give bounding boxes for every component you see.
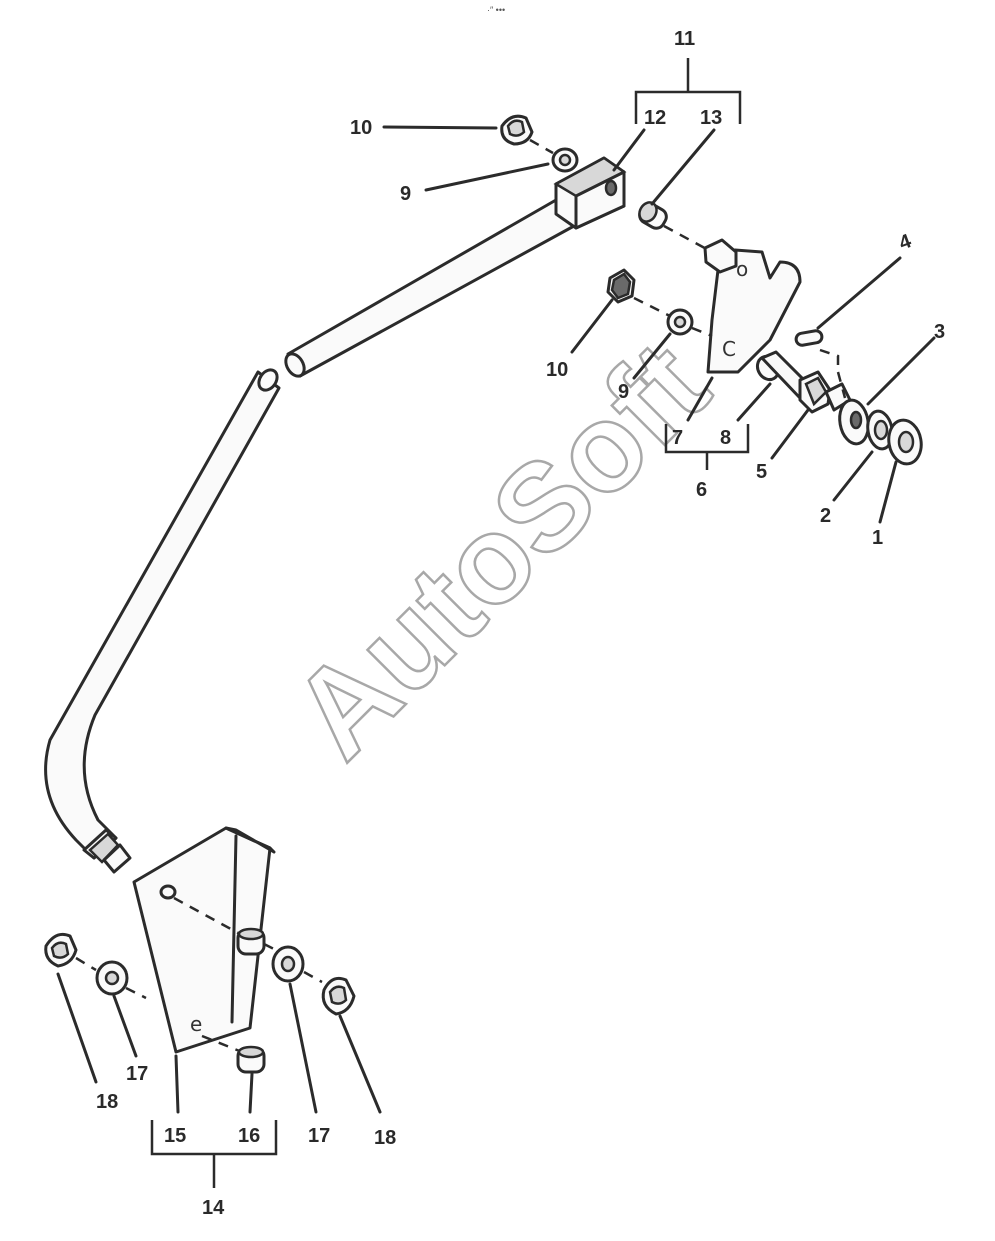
clip-nut-10-upper (500, 114, 534, 146)
washer-9-middle (666, 308, 694, 336)
washer-3 (838, 398, 870, 446)
washer-17-left (95, 960, 129, 996)
rod-lower-section (44, 368, 281, 874)
stud-bolt-assembly (755, 350, 852, 414)
bracket-11 (634, 58, 742, 124)
callout-10-middle: 10 (546, 359, 568, 381)
pin-4 (794, 329, 824, 347)
callout-9-upper: 9 (400, 183, 411, 205)
washer-9-upper (551, 147, 579, 173)
callout-17-right: 17 (308, 1125, 330, 1147)
callout-7: 7 (672, 427, 683, 449)
top-mark: ·″ ••• (487, 5, 505, 15)
callout-17-left: 17 (126, 1063, 148, 1085)
nut-10-middle (606, 268, 636, 304)
callout-14: 14 (202, 1197, 225, 1219)
svg-text:C: C (722, 337, 736, 361)
bushing-16-lower (236, 1045, 266, 1074)
bushing-16-upper (236, 927, 266, 956)
callout-8: 8 (720, 427, 731, 449)
callout-13: 13 (700, 107, 722, 129)
clamp-block (553, 156, 627, 230)
callout-1: 1 (872, 527, 883, 549)
callout-12: 12 (644, 107, 666, 129)
rod-upper-section (284, 198, 576, 378)
washer-17-right (271, 945, 305, 983)
callout-3: 3 (934, 321, 945, 343)
callout-6: 6 (696, 479, 707, 501)
clip-18-right (321, 976, 356, 1016)
washer-2 (866, 409, 894, 451)
svg-text:o: o (736, 257, 748, 281)
upper-lever-plate: o C (703, 238, 802, 374)
washer-1 (887, 418, 923, 466)
callout-2: 2 (820, 505, 831, 527)
watermark: AutoSoft (265, 315, 735, 785)
leader-lines (56, 125, 936, 1114)
svg-text:AutoSoft: AutoSoft (267, 316, 735, 784)
callout-18-right: 18 (374, 1127, 396, 1149)
bushing-upper (638, 201, 668, 230)
callout-11: 11 (674, 28, 695, 50)
clip-18-left (44, 932, 78, 968)
svg-text:e: e (190, 1012, 202, 1036)
callout-4: 4 (896, 230, 915, 255)
callout-5: 5 (756, 461, 767, 483)
callout-9-middle: 9 (618, 381, 629, 403)
callout-15: 15 (164, 1125, 186, 1147)
callout-16: 16 (238, 1125, 260, 1147)
bracket-6 (664, 424, 750, 470)
bracket-14 (150, 1120, 278, 1188)
callout-18-left: 18 (96, 1091, 118, 1113)
callout-10-upper: 10 (350, 117, 372, 139)
